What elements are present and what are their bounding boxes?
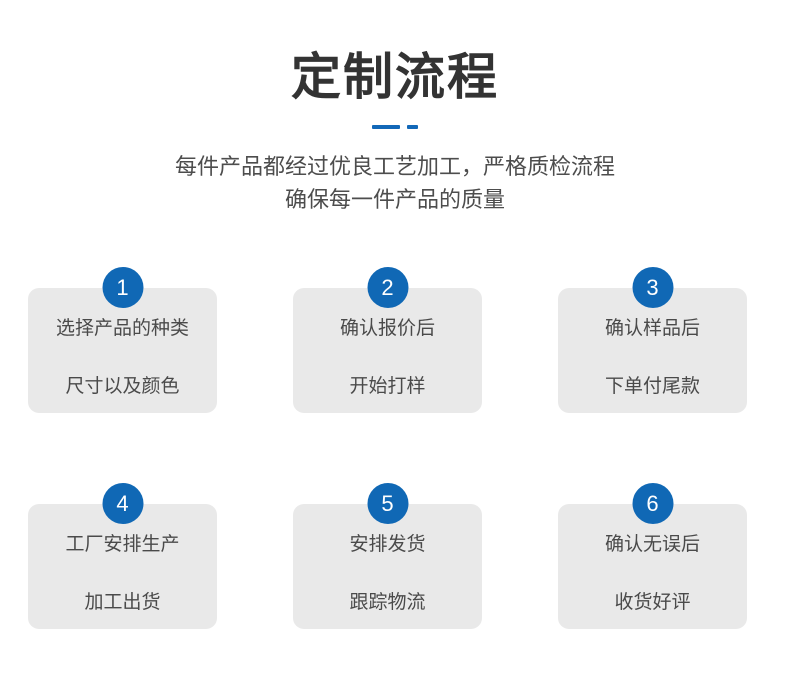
step-text-line-6a: 确认无误后 — [604, 534, 700, 555]
page-subtitle: 每件产品都经过优良工艺加工，严格质检流程 确保每一件产品的质量 — [0, 129, 790, 216]
step-card-1: 1 选择产品的种类 尺寸以及颜色 — [28, 267, 217, 413]
step-number-badge-4: 4 — [102, 483, 143, 524]
step-text-line-5a: 安排发货 — [349, 534, 426, 555]
step-text-line-6b: 收货好评 — [614, 592, 691, 613]
step-text-line-2a: 确认报价后 — [339, 318, 435, 339]
step-text-line-1b: 尺寸以及颜色 — [65, 376, 180, 397]
step-text-line-4b: 加工出货 — [84, 592, 161, 613]
step-text-line-3b: 下单付尾款 — [604, 376, 700, 397]
step-text-line-2b: 开始打样 — [349, 376, 426, 397]
step-number-badge-3: 3 — [632, 267, 673, 308]
step-number-badge-5: 5 — [367, 483, 408, 524]
subtitle-line-1: 每件产品都经过优良工艺加工，严格质检流程 — [174, 154, 615, 179]
divider-bar-long — [372, 125, 400, 129]
process-steps-grid: 1 选择产品的种类 尺寸以及颜色 2 确认报价后 开始打样 3 确认样品后 下单… — [28, 267, 748, 629]
step-text-1: 选择产品的种类 尺寸以及颜色 — [56, 285, 189, 430]
step-text-line-4a: 工厂安排生产 — [65, 534, 180, 555]
step-card-2: 2 确认报价后 开始打样 — [293, 267, 482, 413]
subtitle-line-2: 确保每一件产品的质量 — [284, 187, 505, 212]
step-text-line-1a: 选择产品的种类 — [55, 318, 189, 339]
step-card-6: 6 确认无误后 收货好评 — [558, 483, 747, 629]
step-text-4: 工厂安排生产 加工出货 — [65, 501, 179, 646]
step-text-line-5b: 跟踪物流 — [349, 592, 426, 613]
step-text-line-3a: 确认样品后 — [604, 318, 700, 339]
step-text-3: 确认样品后 下单付尾款 — [605, 285, 700, 430]
step-card-4: 4 工厂安排生产 加工出货 — [28, 483, 217, 629]
step-text-5: 安排发货 跟踪物流 — [349, 501, 425, 646]
step-number-badge-2: 2 — [367, 267, 408, 308]
step-card-3: 3 确认样品后 下单付尾款 — [558, 267, 747, 413]
divider-bar-short — [407, 125, 418, 129]
step-number-badge-6: 6 — [632, 483, 673, 524]
step-card-5: 5 安排发货 跟踪物流 — [293, 483, 482, 629]
step-text-2: 确认报价后 开始打样 — [340, 285, 435, 430]
step-text-6: 确认无误后 收货好评 — [605, 501, 700, 646]
page-header: 定制流程 每件产品都经过优良工艺加工，严格质检流程 确保每一件产品的质量 — [0, 0, 790, 216]
step-number-badge-1: 1 — [102, 267, 143, 308]
page-title: 定制流程 — [291, 49, 499, 105]
title-divider — [0, 125, 790, 129]
